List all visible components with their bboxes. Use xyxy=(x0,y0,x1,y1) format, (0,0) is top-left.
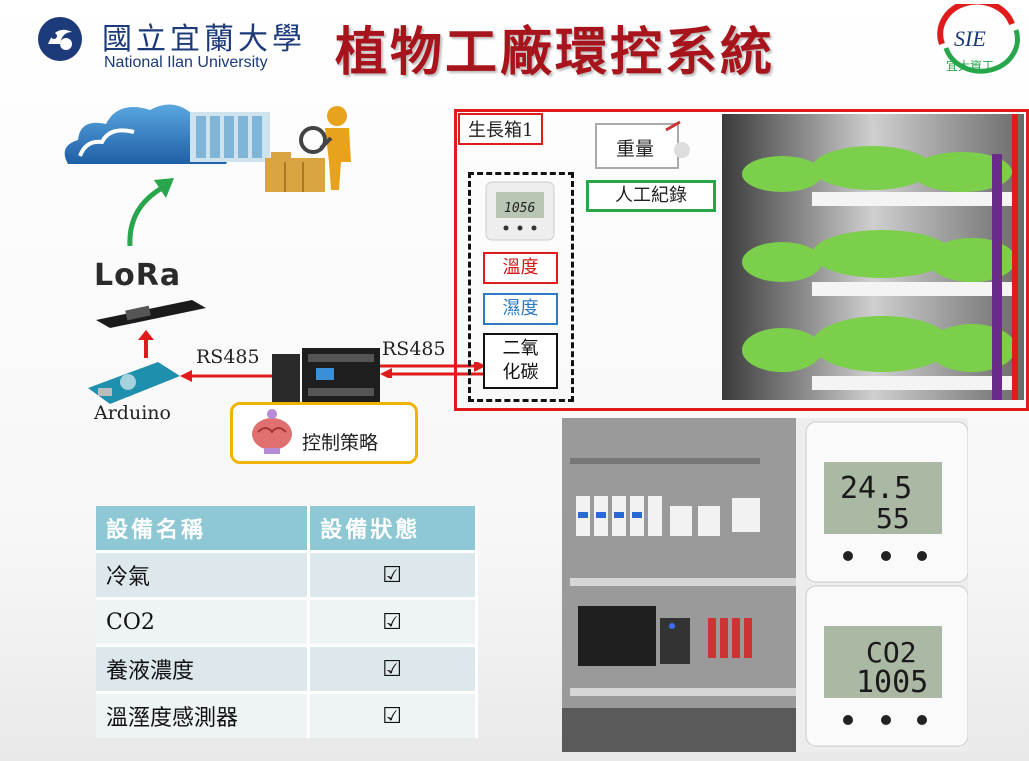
equipment-status-table: 設備名稱 設備狀態 冷氣 ☑ CO2 ☑ 養液濃度 ☑ 溫溼度感測器 ☑ xyxy=(96,506,478,738)
sensor-lcd-photo: 24.5 55 CO2 1005 xyxy=(796,418,968,752)
university-name-en: National Ilan University xyxy=(104,54,268,71)
university-logo-icon xyxy=(38,17,82,61)
lcd-co2-value: 1005 xyxy=(856,665,928,700)
manual-record-label: 人工紀錄 xyxy=(586,180,716,212)
plc-controller-icon xyxy=(272,348,380,404)
lcd-humidity-value: 55 xyxy=(876,502,910,535)
table-row: 冷氣 ☑ xyxy=(96,550,478,599)
table-row: 溫溼度感測器 ☑ xyxy=(96,691,478,738)
sensor-display-value: 1056 xyxy=(504,201,535,216)
co2-label-line2: 化碳 xyxy=(502,362,539,383)
equipment-name: 養液濃度 xyxy=(96,644,311,693)
rs485-left-label: RS485 xyxy=(196,346,260,368)
status-checkbox[interactable]: ☑ xyxy=(308,550,478,599)
brain-icon xyxy=(252,409,292,454)
table-row: CO2 ☑ xyxy=(96,597,478,646)
growbox-frame xyxy=(454,109,1029,411)
equipment-name: 溫溼度感測器 xyxy=(96,691,311,738)
arduino-board-icon xyxy=(88,362,180,404)
university-name-cn: 國立宜蘭大學 xyxy=(102,22,306,57)
cloud-icon xyxy=(64,104,229,164)
table-header-row: 設備名稱 設備狀態 xyxy=(96,506,478,552)
status-checkbox[interactable]: ☑ xyxy=(308,644,478,693)
search-person-icon xyxy=(265,106,351,192)
lcd-co2-label: CO2 xyxy=(866,636,917,669)
column-header-status: 設備狀態 xyxy=(308,506,478,552)
growbox-title: 生長箱1 xyxy=(458,113,544,145)
sensor-device-icon: 1056 xyxy=(485,181,555,241)
sie-logo: SIE 宜大資工 xyxy=(937,4,1020,74)
page-title: 植物工廠環控系統 xyxy=(335,23,776,83)
control-cabinet-photo xyxy=(562,418,796,752)
sie-caption: 宜大資工 xyxy=(946,58,994,73)
weight-label: 重量 xyxy=(616,138,655,160)
column-header-name: 設備名稱 xyxy=(96,506,311,552)
upload-arrow-icon xyxy=(127,178,174,247)
equipment-name: 冷氣 xyxy=(96,550,311,599)
plc-to-arduino-arrow-icon xyxy=(180,370,274,382)
table-row: 養液濃度 ☑ xyxy=(96,644,478,693)
status-checkbox[interactable]: ☑ xyxy=(308,597,478,646)
humidity-label: 濕度 xyxy=(483,293,558,325)
co2-label-line1: 二氧 xyxy=(502,338,539,359)
co2-label: 二氧 化碳 xyxy=(483,333,558,389)
whiteboard-person-icon xyxy=(595,120,690,169)
plant-rack-photo xyxy=(722,114,1024,400)
temperature-label: 溫度 xyxy=(483,252,558,284)
status-checkbox[interactable]: ☑ xyxy=(308,691,478,738)
control-strategy-label: 控制策略 xyxy=(302,432,379,454)
sensor-group xyxy=(468,172,574,402)
lora-logo: LoRa xyxy=(94,258,182,293)
equipment-name: CO2 xyxy=(96,597,311,646)
lora-module-icon xyxy=(96,300,206,328)
arduino-label: Arduino xyxy=(94,402,171,424)
lcd-temperature-value: 24.5 xyxy=(840,471,912,506)
server-rack-icon xyxy=(190,112,270,162)
sie-logo-text: SIE xyxy=(954,26,986,51)
arduino-to-lora-arrow-icon xyxy=(138,330,154,358)
rs485-right-label: RS485 xyxy=(382,338,446,360)
